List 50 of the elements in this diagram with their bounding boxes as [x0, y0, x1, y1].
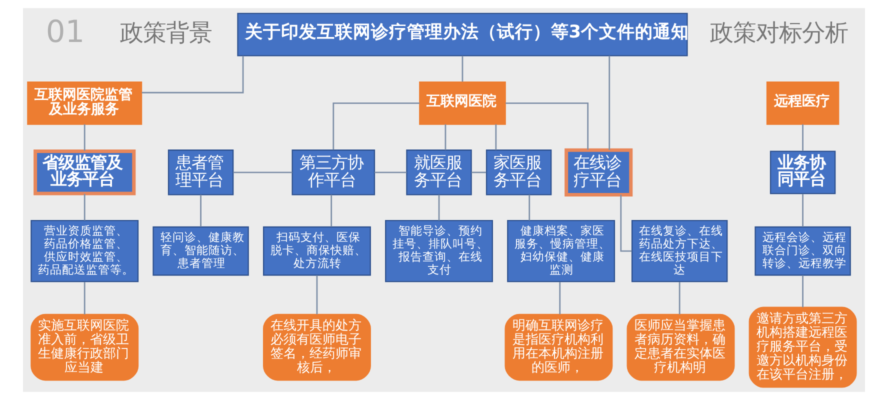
node-box: 就医服务平台 — [406, 150, 472, 196]
connector — [233, 172, 292, 174]
connector — [84, 194, 86, 220]
node-box: 明确互联网诊疗是指医疗机构利用在本机构注册的医师， — [504, 314, 613, 381]
connector — [471, 172, 486, 174]
node-box: 医师应当掌握患者病历资料，确定患者在实体医疗机构明 — [626, 314, 735, 381]
node-box: 健康档案、家医服务、慢病管理、妇幼保健、健康监测 — [507, 220, 616, 282]
connector — [200, 194, 202, 227]
connector — [559, 282, 561, 314]
node-box: 实施互联网医院准入前，省级卫生健康行政部门应当建 — [30, 314, 139, 381]
connector — [528, 194, 530, 220]
connector — [620, 194, 632, 252]
connector — [444, 124, 446, 150]
node-box: 智能导诊、预约挂号、排队叫号、报告查询、在线支付 — [385, 220, 493, 282]
node-box: 轻问诊、健康教育、智能随访、患者管理 — [152, 226, 249, 276]
node-box: 邀请方或第三方机构搭建远程医疗服务平台，受邀方以机构身份在该平台注册， — [748, 306, 857, 388]
node-box: 患者管理平台 — [168, 150, 234, 196]
connector — [84, 124, 86, 151]
connector — [495, 124, 497, 150]
connector — [506, 102, 589, 150]
connector — [802, 194, 804, 227]
connector — [142, 56, 244, 94]
node-box: 远程会诊、远程联合门诊、双向转诊、远程教学 — [754, 226, 851, 276]
connector — [438, 194, 440, 220]
connector — [802, 275, 804, 308]
node-box: 第三方协作平台 — [292, 150, 376, 196]
node-box: 业务协同平台 — [770, 150, 836, 194]
connector — [608, 56, 610, 150]
node-box: 扫码支付、医保脱卡、商保快赔、处方流转 — [262, 226, 371, 276]
connector — [84, 282, 86, 314]
node-box: 在线复诊、在线药品处方下达、在线医技项目下达 — [631, 220, 728, 282]
node-box: 关于印发互联网诊疗管理办法（试行）等3个文件的通知 — [237, 12, 688, 56]
connector — [462, 56, 464, 82]
node-box: 远程医疗 — [766, 81, 840, 125]
node-box: 在线诊疗平台 — [564, 148, 633, 196]
label: 01 — [46, 14, 85, 50]
node-box: 省级监管及业务平台 — [34, 150, 136, 196]
node-box: 互联网医院 — [419, 81, 506, 125]
connector — [374, 172, 407, 174]
node-box: 互联网医院监管及业务服务 — [27, 81, 142, 125]
connector — [678, 282, 680, 314]
connector — [330, 194, 332, 227]
connector — [332, 102, 420, 150]
node-box: 家医服务平台 — [486, 150, 552, 196]
connector — [316, 275, 318, 314]
label: 政策背景 — [120, 18, 212, 46]
connector — [802, 124, 804, 151]
node-box: 营业资质监管、药品价格监管、供应时效监管、药品配送监管等。 — [30, 220, 139, 282]
node-box: 在线开具的处方必须有医师电子签名，经药师审核后， — [262, 314, 371, 381]
label: 政策对标分析 — [710, 18, 848, 46]
